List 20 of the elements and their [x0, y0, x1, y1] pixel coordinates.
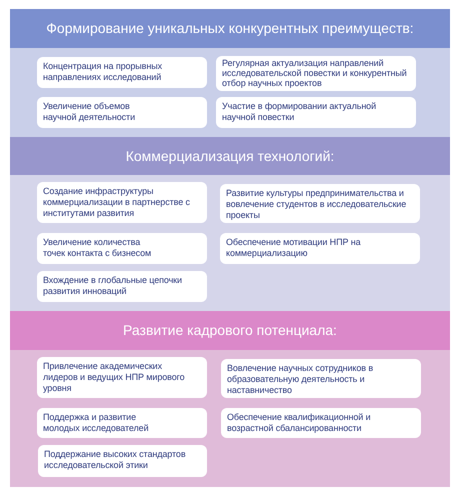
- item-card: Создание инфраструктуры коммерциализации в партнерстве с институтами развития: [37, 182, 207, 223]
- section-heading: Коммерциализация технологий:: [10, 137, 450, 175]
- item-card: Вовлечение научных сотрудников в образовательную деятельность и наставничество: [221, 359, 421, 398]
- item-card: Увеличение объемов научной деятельности: [37, 97, 207, 128]
- section-panel: [10, 9, 450, 137]
- item-card: Поддержание высоких стандартов исследовательской этики: [38, 445, 207, 477]
- section-panel: [10, 311, 450, 487]
- section-heading: Развитие кадрового потенциала:: [10, 311, 450, 350]
- item-card: Концентрация на прорывных направлениях исследований: [37, 57, 207, 88]
- item-card: Обеспечение квалификационной и возрастной сбалансированности: [221, 408, 421, 438]
- item-card: Обеспечение мотивации НПР на коммерциализацию: [220, 233, 420, 264]
- section-heading: Формирование уникальных конкурентных преимуществ:: [10, 9, 450, 48]
- item-card: Вхождение в глобальные цепочки развития инноваций: [37, 271, 207, 302]
- item-card: Регулярная актуализация направлений исследовательской повестки и конкурентный отбор научных проектов: [216, 56, 416, 91]
- item-card: Поддержка и развитие молодых исследователей: [37, 408, 207, 438]
- item-card: Привлечение академических лидеров и ведущих НПР мирового уровня: [37, 357, 207, 398]
- section-panel: [10, 137, 450, 311]
- item-card: Развитие культуры предпринимательства и вовлечение студентов в исследовательские проекты: [220, 184, 420, 223]
- item-card: Участие в формировании актуальной научной повестки: [216, 97, 416, 128]
- item-card: Увеличение количества точек контакта с бизнесом: [37, 233, 207, 264]
